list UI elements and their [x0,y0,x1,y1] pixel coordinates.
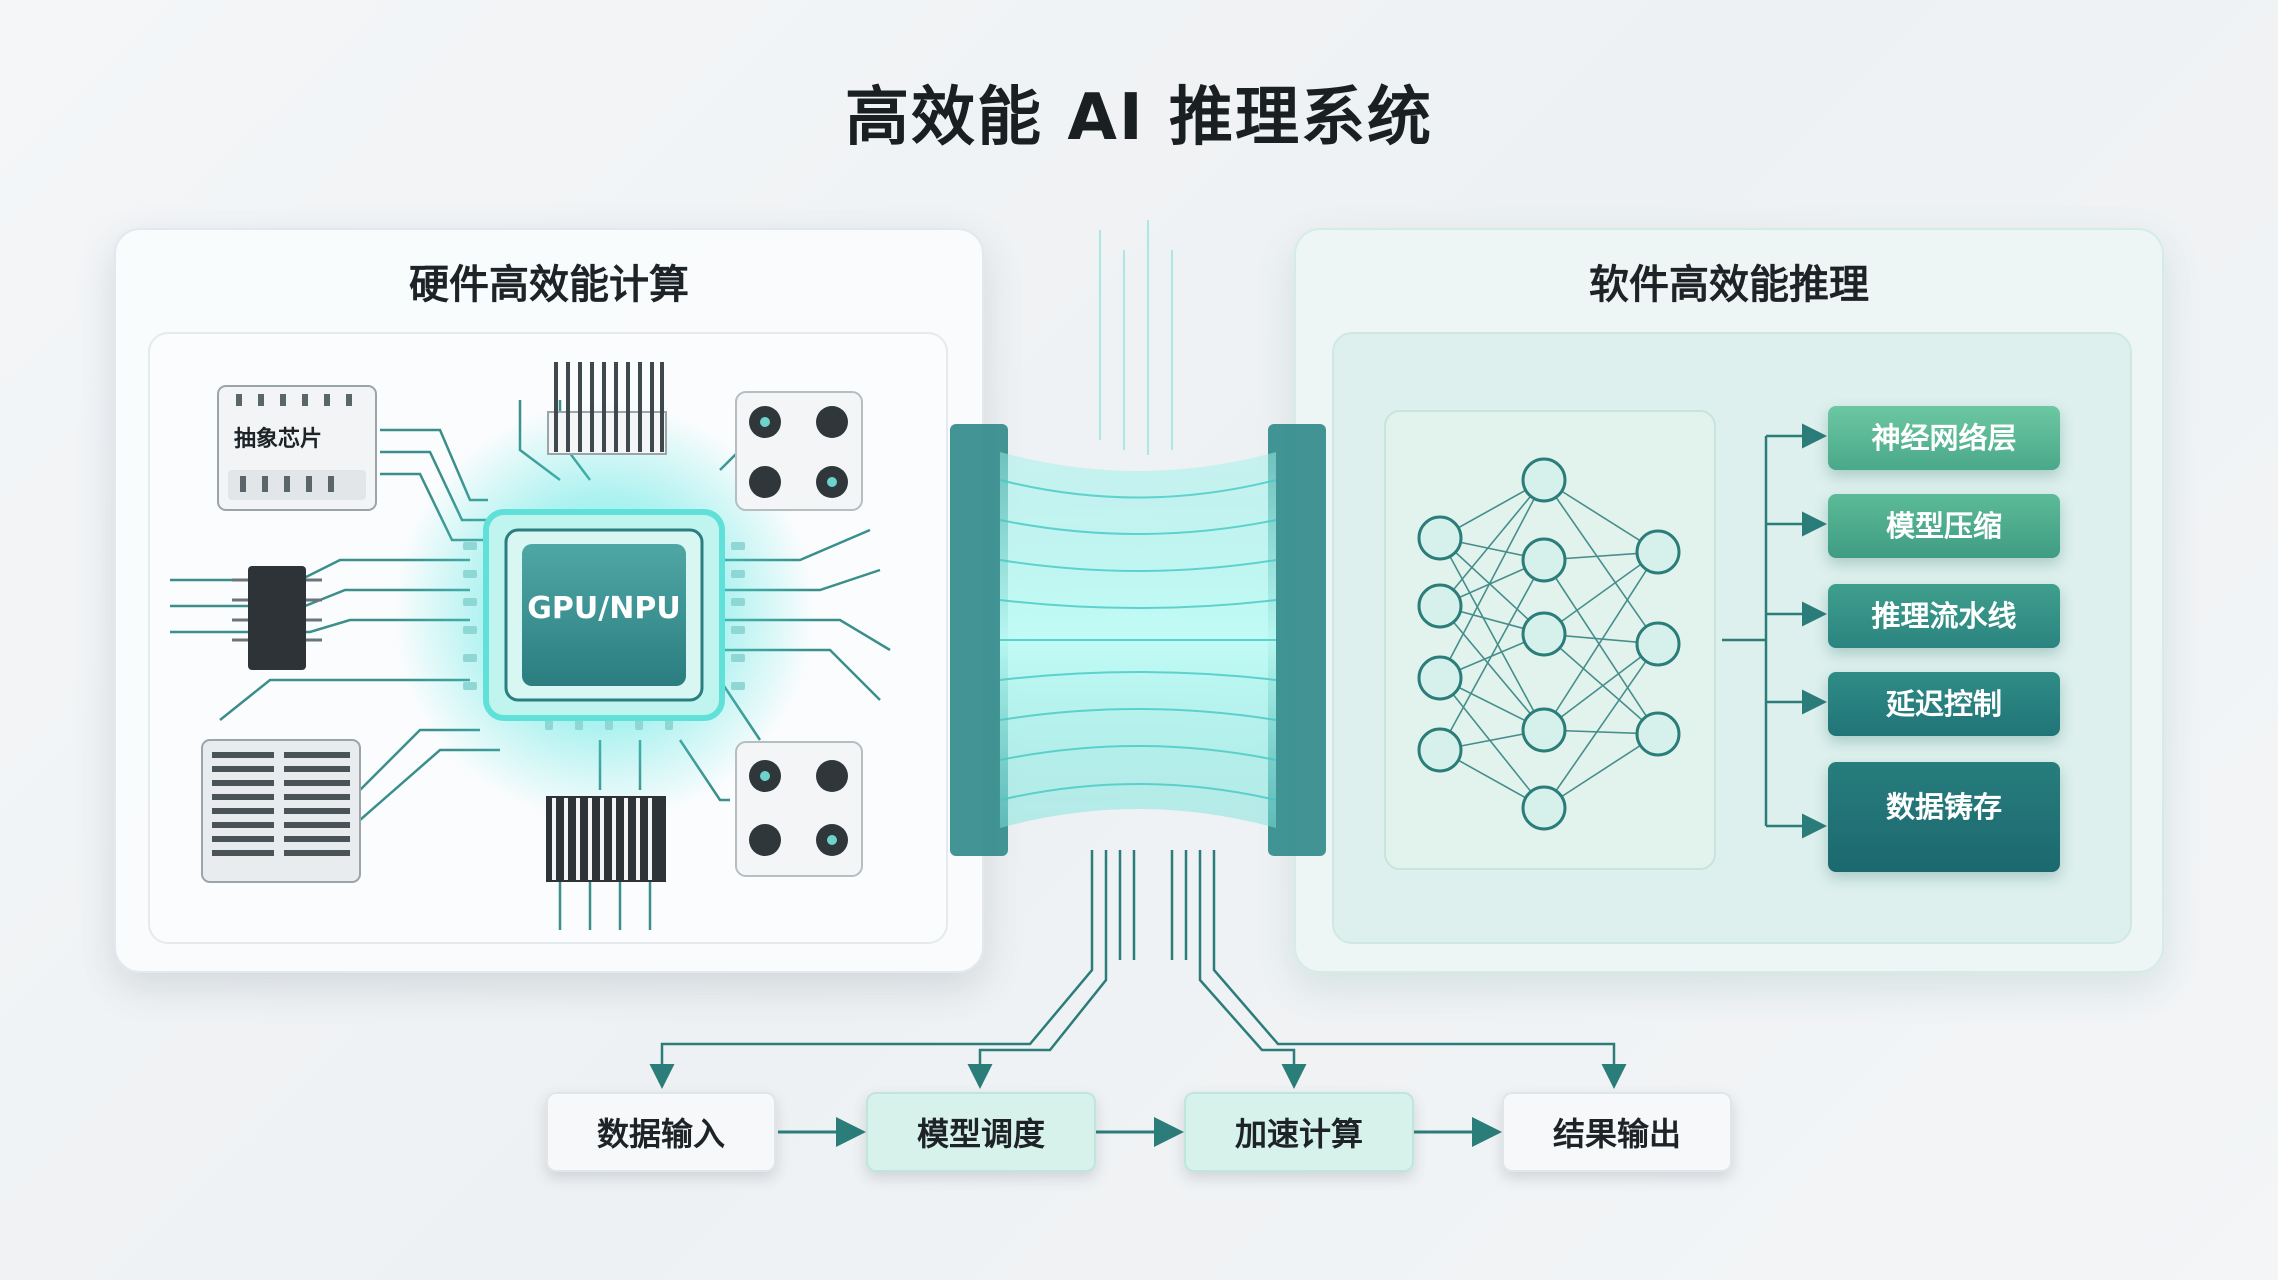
heat-sink [201,739,361,883]
module-data-storage: 数据铸存 [1828,762,2060,872]
module-latency-control: 延迟控制 [1828,672,2060,736]
abstract-chip-module [217,385,377,511]
stage-result-output: 结果输出 [1502,1092,1732,1172]
small-ic-left [232,566,322,670]
stage-accelerated-compute: 加速计算 [1184,1092,1414,1172]
module-model-compression: 模型压缩 [1828,494,2060,558]
bottom-pin-header [546,796,666,882]
pipeline-feed-lines [649,850,1627,1089]
data-bridge [950,220,1326,856]
chip-pins [463,542,745,730]
module-neural-network-layer: 神经网络层 [1828,406,2060,470]
hardware-panel-title: 硬件高效能计算 [409,262,689,308]
sensor-module-bottom [735,741,863,877]
module-inference-pipeline: 推理流水线 [1828,584,2060,648]
software-panel-title: 软件高效能推理 [1589,262,1869,308]
sensor-module-top [735,391,863,511]
stage-data-input: 数据输入 [546,1092,776,1172]
neural-network-graph [1417,457,1681,831]
gpu-npu-chip [483,509,725,721]
chip-label: GPU/NPU [527,591,680,626]
abstract-chip-label: 抽象芯片 [234,426,322,452]
top-pin-header [547,362,667,455]
module-connectors [1722,423,1827,839]
diagram-title: 高效能 AI 推理系统 [845,81,1433,155]
stage-model-scheduling: 模型调度 [866,1092,1096,1172]
